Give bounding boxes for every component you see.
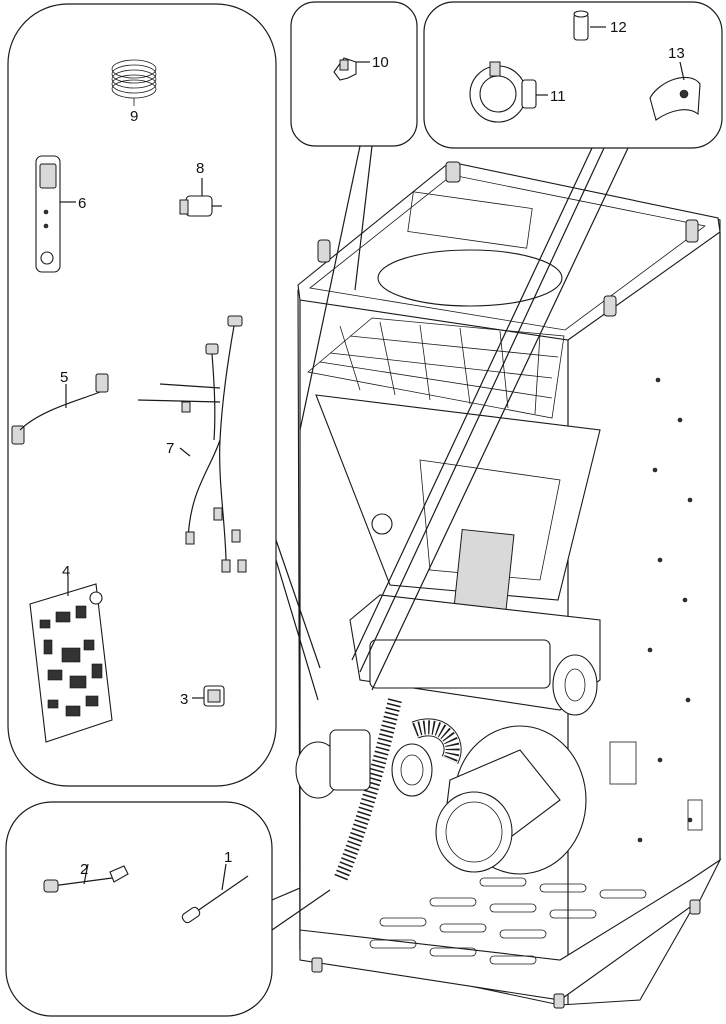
corrugated-hoses bbox=[332, 698, 462, 884]
part-11-sight-glass bbox=[469, 61, 548, 123]
callout-11: 11 bbox=[550, 88, 566, 105]
boiler-assembly bbox=[295, 161, 722, 1009]
part-9-coil bbox=[111, 59, 157, 106]
callout-5: 5 bbox=[60, 369, 68, 386]
callout-12: 12 bbox=[610, 19, 627, 36]
part-8-sensor bbox=[179, 178, 222, 217]
part-7-wiring-harness bbox=[137, 315, 247, 573]
base-slots bbox=[369, 877, 647, 965]
callout-13: 13 bbox=[668, 45, 685, 62]
part-6-display-panel bbox=[35, 155, 76, 273]
part-13-bracket bbox=[649, 61, 701, 121]
leader-lines bbox=[271, 145, 629, 931]
part-5-cable bbox=[11, 373, 109, 445]
part-3-connector-block bbox=[192, 685, 225, 707]
part-1-rod-sensor bbox=[181, 863, 249, 924]
panel-top-right bbox=[423, 1, 723, 149]
part-2-probe bbox=[43, 863, 129, 893]
part-10-clip bbox=[333, 57, 370, 81]
callout-2: 2 bbox=[80, 861, 88, 878]
callout-8: 8 bbox=[196, 160, 204, 177]
panel-bottom-left bbox=[5, 801, 273, 1017]
callout-9: 9 bbox=[130, 108, 138, 125]
callout-7: 7 bbox=[166, 440, 174, 457]
callout-10: 10 bbox=[372, 54, 389, 71]
callout-4: 4 bbox=[62, 563, 70, 580]
part-12-sleeve bbox=[573, 10, 606, 41]
part-4-circuit-board bbox=[29, 576, 113, 743]
grid-rack bbox=[307, 317, 565, 419]
callout-6: 6 bbox=[78, 195, 86, 212]
callout-1: 1 bbox=[224, 849, 232, 866]
callout-3: 3 bbox=[180, 691, 188, 708]
